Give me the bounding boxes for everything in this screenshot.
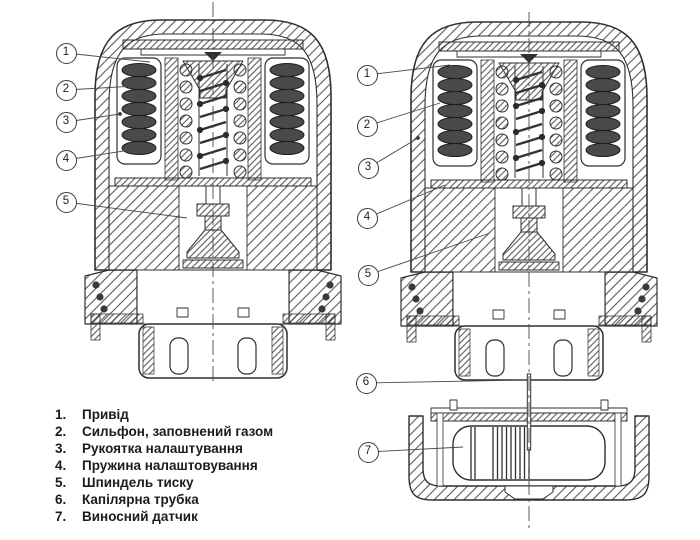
legend-item-6: 6.Капілярна трубка [55,492,199,507]
callout-right-1: 1 [356,64,378,86]
callout-left-3: 3 [55,111,77,133]
legend: 1.Привід 2.Сильфон, заповнений газом 3.Р… [55,406,273,525]
callout-right-3: 3 [357,157,379,179]
legend-item-2: 2.Сильфон, заповнений газом [55,424,274,439]
callout-right-5: 5 [357,264,379,286]
thermostatic-head-left [83,2,343,382]
callout-right-4: 4 [356,207,378,229]
legend-item-4: 4.Пружина налаштовування [55,458,258,473]
legend-item-7: 7.Виносний датчик [55,509,198,524]
callout-left-4: 4 [55,149,77,171]
callout-right-7: 7 [357,441,379,463]
callout-left-1: 1 [55,42,77,64]
callout-right-2: 2 [356,115,378,137]
legend-item-5: 5.Шпиндель тиску [55,475,194,490]
callout-left-2: 2 [55,79,77,101]
remote-sensor-drawing [408,12,650,532]
callout-right-6: 6 [355,372,377,394]
callout-left-5: 5 [55,191,77,213]
leader-lines [65,52,527,453]
legend-item-1: 1.Привід [55,407,129,422]
legend-item-3: 3.Рукоятка налаштування [55,441,243,456]
